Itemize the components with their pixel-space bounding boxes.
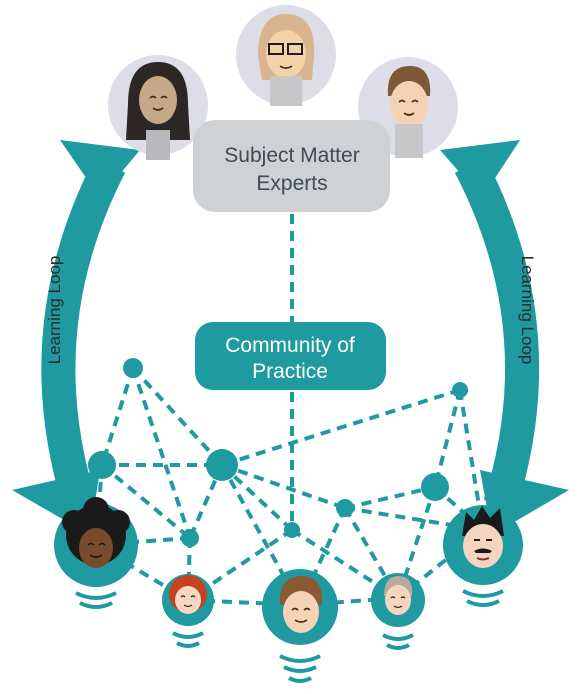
network-node-icon	[452, 382, 468, 398]
signal-waves-icon	[172, 631, 204, 648]
member-avatar-icon	[162, 574, 214, 626]
signal-waves-icon	[75, 591, 117, 609]
subject-matter-experts-box	[193, 120, 390, 212]
cop-label-line2: Practice	[252, 360, 328, 383]
cop-label-line1: Community of	[225, 334, 355, 357]
member-avatar-icon	[371, 573, 425, 627]
network-node-icon	[206, 449, 238, 481]
member-avatar-icon	[262, 569, 338, 645]
network-node-icon	[421, 473, 449, 501]
network-node-icon	[284, 522, 300, 538]
network-node-icon	[123, 358, 143, 378]
right-loop-label-line1: Knowledge	[547, 280, 566, 364]
network-node-icon	[181, 529, 199, 547]
community-of-practice-box	[195, 322, 386, 390]
signal-waves-icon	[382, 633, 414, 650]
expert-avatar-icon	[236, 5, 336, 106]
right-loop-label-line2: Learning Loop	[518, 256, 537, 365]
signal-waves-icon	[279, 654, 321, 683]
network-nodes	[88, 358, 468, 547]
left-loop-label-line1: Knowledge	[15, 280, 34, 364]
sme-label-line1: Subject Matter	[224, 144, 359, 167]
left-loop-label-line2: Learning Loop	[45, 256, 64, 365]
network-node-icon	[88, 451, 116, 479]
member-avatar-icon	[54, 497, 138, 587]
member-avatar-icon	[443, 505, 523, 585]
sme-label-line2: Experts	[256, 172, 327, 195]
expert-avatar-icon	[108, 55, 208, 160]
signal-waves-icon	[462, 589, 504, 607]
network-node-icon	[336, 499, 354, 517]
